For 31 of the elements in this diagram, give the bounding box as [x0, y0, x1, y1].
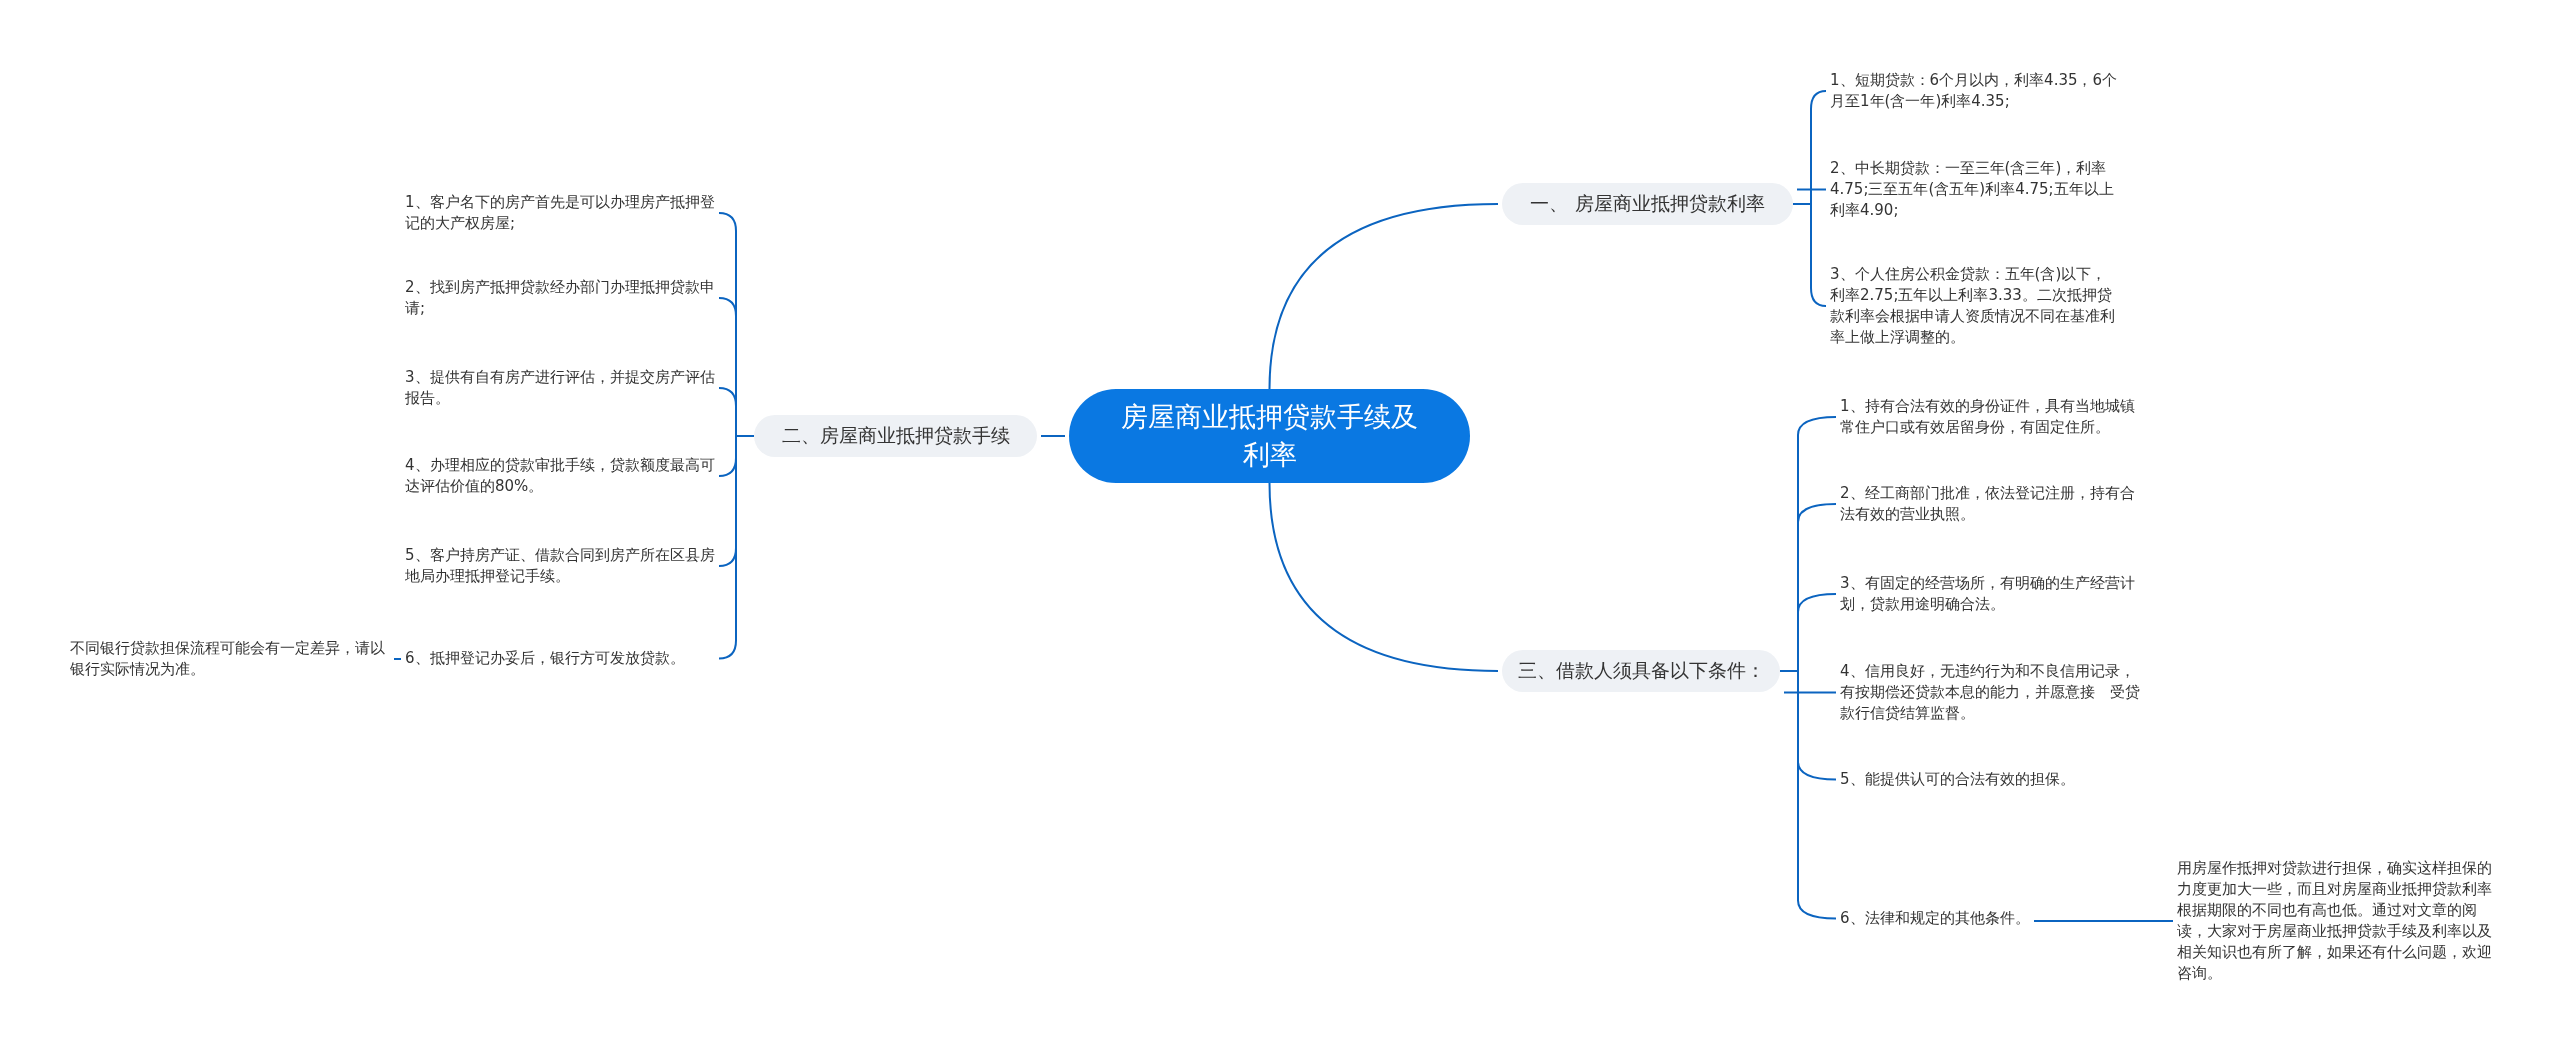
subtopic-text: 5、客户持房产证、借款合同到房产所在区县房地局办理抵押登记手续。 [405, 545, 715, 587]
subtopic-text: 3、提供有自有房产进行评估，并提交房产评估报告。 [405, 367, 715, 409]
subtopic-text: 6、抵押登记办妥后，银行方可发放贷款。 [405, 648, 715, 669]
connector-line [1040, 435, 1066, 437]
central-topic: 房屋商业抵押贷款手续及利率 [1069, 389, 1470, 483]
connector-line [1779, 670, 1837, 920]
note-text: 用房屋作抵押对贷款进行担保，确实这样担保的力度更加大一些，而且对房屋商业抵押贷款利率根据期限的不同也有高也低。通过对文章的阅读，大家对于房屋商业抵押贷款手续及利率以及相关知识也有所了解，如果还有什么问题，欢迎咨询。 [2177, 858, 2499, 984]
subtopic-text: 4、办理相应的贷款审批手续，贷款额度最高可达评估价值的80%。 [405, 455, 715, 497]
subtopic-text: 2、中长期贷款：一至三年(含三年)，利率4.75;三至五年(含五年)利率4.75;五年以上利率4.90; [1830, 158, 2120, 221]
subtopic-text: 2、找到房产抵押贷款经办部门办理抵押贷款申请; [405, 277, 715, 319]
subtopic-text: 5、能提供认可的合法有效的担保。 [1840, 769, 2140, 790]
note-text: 不同银行贷款担保流程可能会有一定差异，请以银行实际情况为准。 [70, 638, 390, 680]
connector-line [1792, 203, 1827, 307]
subtopic-text: 1、短期贷款：6个月以内，利率4.35，6个月至1年(含一年)利率4.35; [1830, 70, 2120, 112]
subtopic-text: 3、个人住房公积金贷款：五年(含)以下，利率2.75;五年以上利率3.33。二次抵押贷款利率会根据申请人资质情况不同在基准利率上做上浮调整的。 [1830, 264, 2120, 348]
subtopic-text: 3、有固定的经营场所，有明确的生产经营计划，贷款用途明确合法。 [1840, 573, 2140, 615]
branch-topic: 三、借款人须具备以下条件： [1502, 650, 1780, 692]
connector-line [1796, 188, 1827, 191]
subtopic-text: 6、法律和规定的其他条件。 [1840, 908, 2030, 929]
connector-line [393, 658, 402, 660]
subtopic-text: 1、客户名下的房产首先是可以办理房产抵押登记的大产权房屋; [405, 192, 715, 234]
connector-line [1268, 203, 1499, 390]
subtopic-text: 4、信用良好，无违约行为和不良信用记录，有按期偿还贷款本息的能力，并愿意接 受贷款行信贷结算监督。 [1840, 661, 2140, 724]
branch-topic: 二、房屋商业抵押贷款手续 [754, 415, 1037, 457]
subtopic-text: 2、经工商部门批准，依法登记注册，持有合法有效的营业执照。 [1840, 483, 2140, 525]
connector-line [1783, 691, 1837, 694]
connector-line [718, 435, 755, 660]
connector-line [2033, 920, 2174, 922]
connector-line [1268, 482, 1499, 672]
subtopic-text: 1、持有合法有效的身份证件，具有当地城镇常住户口或有效居留身份，有固定住所。 [1840, 396, 2140, 438]
branch-topic: 一、 房屋商业抵押贷款利率 [1502, 183, 1793, 225]
